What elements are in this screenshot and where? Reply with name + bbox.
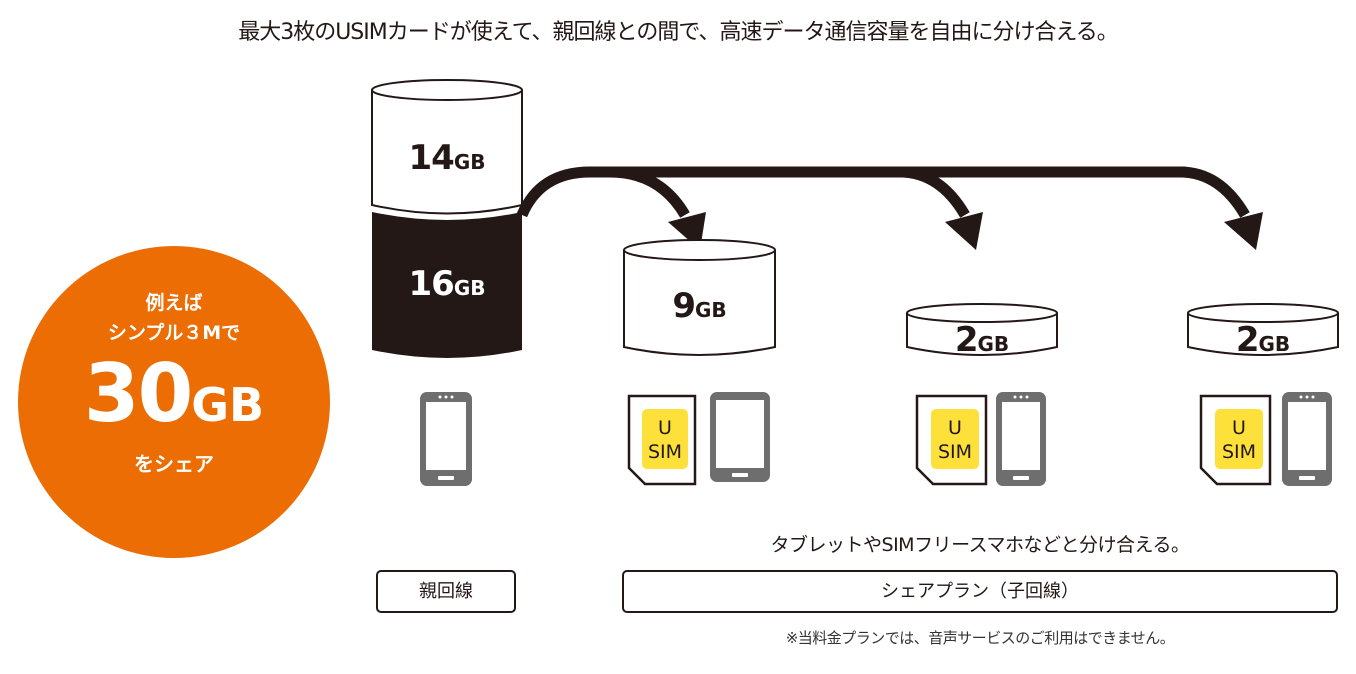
share-plan-label: シェアプラン（子回線） (622, 570, 1338, 613)
parent-used-segment (372, 212, 522, 358)
smartphone-icon (420, 392, 472, 486)
sim-label-bottom: SIM (938, 441, 972, 463)
arrow-branch-2 (899, 166, 970, 218)
badge-amount-unit: GB (191, 378, 265, 432)
parent-cylinder (371, 79, 523, 358)
arrow-branch-3 (1179, 166, 1250, 218)
capacity-value: 2 (954, 320, 979, 360)
child-3-capacity: 2GB (1188, 320, 1338, 360)
share-badge: 例えば シンプル３Mで 30GB をシェア (18, 246, 330, 558)
child-cylinder-1 (623, 239, 776, 356)
share-caption: タブレットやSIMフリースマホなどと分け合える。 (770, 534, 1190, 556)
sim-label-bottom: SIM (1222, 441, 1256, 463)
sim-label-top: U (658, 417, 672, 439)
parent-remaining-capacity: 14GB (372, 138, 522, 178)
capacity-value: 14 (408, 138, 455, 178)
sim-label-top: U (1232, 417, 1246, 439)
smartphone-icon (996, 392, 1046, 486)
capacity-unit: GB (453, 150, 486, 174)
parent-line-label: 親回線 (376, 570, 516, 613)
capacity-value: 2 (1235, 320, 1260, 360)
child-2-capacity: 2GB (907, 320, 1057, 360)
parent-used-capacity: 16GB (372, 264, 522, 304)
sim-label-top: U (948, 417, 962, 439)
parent-remaining-segment (371, 90, 523, 215)
headline: 最大3枚のUSIMカードが使えて、親回線との間で、高速データ通信容量を自由に分け… (238, 20, 1119, 45)
badge-amount: 30GB (18, 354, 330, 434)
capacity-unit: GB (453, 276, 486, 300)
capacity-value: 16 (408, 264, 455, 304)
share-arrows (516, 166, 1250, 218)
badge-line1: 例えば (145, 292, 203, 314)
usim-card-icon (627, 394, 697, 486)
capacity-unit: GB (1258, 332, 1291, 356)
usim-card-icon (915, 394, 988, 486)
child-1-capacity: 9GB (624, 286, 775, 326)
arrow-trunk (516, 166, 1185, 218)
child-cylinder-3 (1187, 303, 1339, 356)
badge-line2: シンプル３Mで (107, 322, 241, 344)
badge-line3: をシェア (134, 452, 214, 476)
sim-label-bottom: SIM (648, 441, 682, 463)
smartphone-icon (1282, 392, 1332, 486)
arrow-branch-1 (609, 166, 690, 218)
usim-card-icon (1199, 394, 1272, 486)
capacity-value: 9 (672, 286, 696, 326)
capacity-unit: GB (977, 332, 1010, 356)
tablet-icon (710, 392, 770, 482)
badge-amount-value: 30 (83, 347, 193, 440)
arrow-head-3 (1224, 212, 1263, 250)
arrow-head-2 (945, 212, 983, 250)
child-cylinder-2 (906, 303, 1058, 356)
capacity-unit: GB (695, 298, 727, 322)
footnote: ※当料金プランでは、音声サービスのご利用はできません。 (785, 629, 1175, 647)
parent-cylinder-top (371, 79, 523, 101)
